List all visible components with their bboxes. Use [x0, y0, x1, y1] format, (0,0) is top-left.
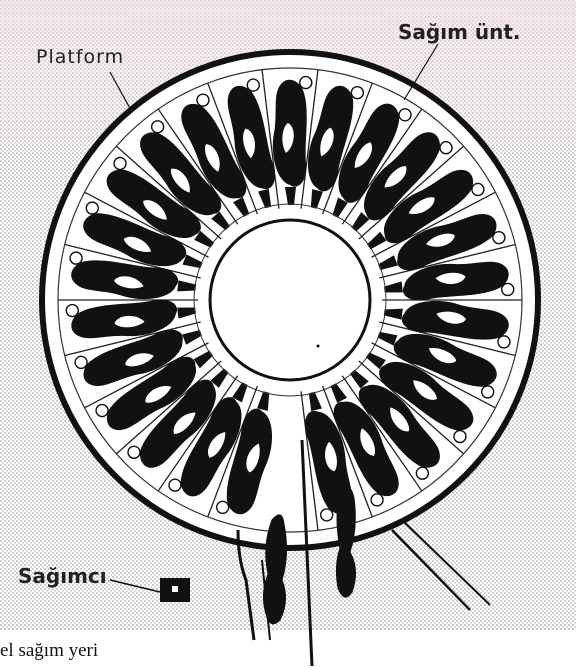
milking-unit [482, 386, 494, 398]
milking-unit [440, 142, 452, 154]
milking-unit [502, 283, 514, 295]
milking-unit [197, 94, 209, 106]
platform-label: Platform [36, 46, 124, 68]
milking-unit [498, 336, 510, 348]
milking-unit [247, 79, 259, 91]
milking-unit [96, 405, 108, 417]
milking-unit [128, 446, 140, 458]
milking-unit [399, 109, 411, 121]
center-pit [210, 220, 370, 380]
milking-unit [371, 494, 383, 506]
milking-unit [493, 232, 505, 244]
milking-unit-label: Sağım ünt. [398, 20, 521, 44]
caption-text: el sağım yeri [0, 640, 98, 662]
milking-unit [472, 183, 484, 195]
milking-unit [70, 252, 82, 264]
milking-unit [86, 202, 98, 214]
milking-unit [416, 467, 428, 479]
milking-unit [454, 431, 466, 443]
milking-unit [114, 157, 126, 169]
milking-unit [75, 356, 87, 368]
milking-unit [66, 305, 78, 317]
milking-unit [152, 121, 164, 133]
milking-unit [169, 479, 181, 491]
milking-unit [321, 509, 333, 521]
milker-label: Sağımcı [18, 564, 107, 588]
milking-unit [217, 501, 229, 513]
milking-unit [300, 77, 312, 89]
milking-unit [351, 87, 363, 99]
